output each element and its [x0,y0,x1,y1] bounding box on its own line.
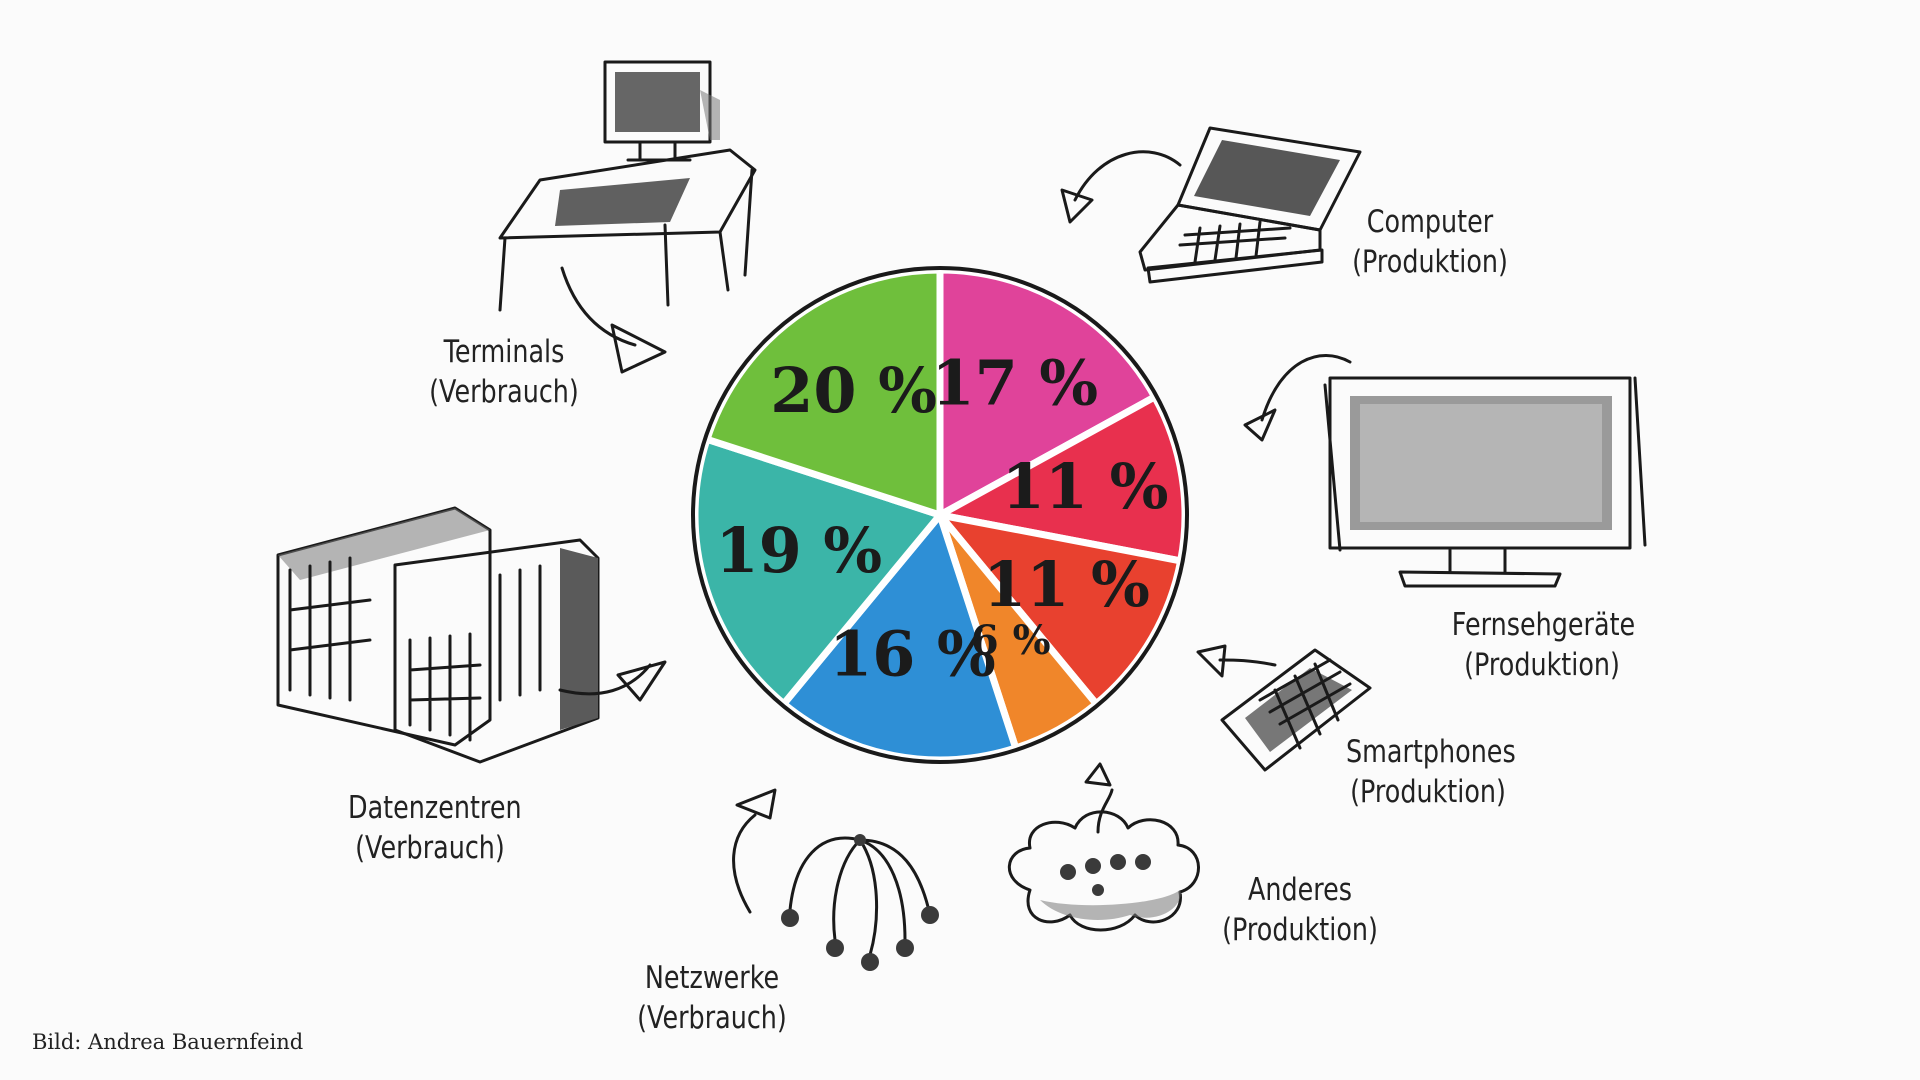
laptop-icon [1138,126,1362,284]
pie-slice-label: 19 % [715,514,882,587]
arrow-icon [560,266,637,347]
pie-slice-label: 11 % [983,548,1150,621]
label-anderes: Anderes (Produktion) [1218,870,1382,950]
label-terminals: Terminals (Verbrauch) [422,332,586,412]
arrowhead-icon [616,660,667,702]
label-line: (Verbrauch) [637,1000,787,1036]
cloud-icon [1007,788,1200,932]
arrow-icon [1260,353,1352,422]
desktop-computer-icon [498,60,757,312]
arrow-icon [1073,150,1182,202]
label-computer: Computer (Produktion) [1348,202,1512,282]
pie-outline [691,266,1189,764]
label-line: (Produktion) [1464,647,1620,683]
arrowhead-icon [1243,408,1277,442]
label-line: Fernsehgeräte [1451,607,1636,643]
label-line: Netzwerke [644,960,780,996]
pie-slice-1 [936,266,1160,521]
arrowhead-icon [1060,188,1094,224]
label-line: Computer [1366,204,1494,240]
arrowhead-icon [735,788,777,820]
label-line: Smartphones [1346,734,1516,770]
pie-slice-label: 20 % [770,354,937,427]
label-smartphones: Smartphones (Produktion) [1346,732,1516,812]
arrowhead-icon [1084,762,1112,787]
label-line: Datenzentren [348,790,522,826]
arrow-icon [1218,658,1277,667]
label-line: (Verbrauch) [355,830,505,866]
label-line: (Produktion) [1350,774,1506,810]
arrowhead-icon [610,323,667,374]
pie-slice-6 [691,434,946,709]
tv-icon [1323,376,1647,588]
pie-slice-5 [778,507,1021,764]
label-fernsehgeraete: Fernsehgeräte (Produktion) [1451,605,1636,685]
label-line: (Verbrauch) [429,374,579,410]
label-line: Terminals [443,334,565,370]
smartphone-icon [1220,648,1372,772]
arrow-icon [558,663,652,696]
pie-slice-label: 16 % [829,617,996,690]
pie-slice-3 [931,509,1185,709]
pie-slices [691,266,1189,764]
label-line: (Produktion) [1352,244,1508,280]
image-credit: Bild: Andrea Bauernfeind [32,1030,304,1054]
arrowhead-icon [1196,644,1227,678]
pie-slice-2 [929,392,1189,566]
pie-slice-label: 17 % [931,346,1098,419]
label-line: (Produktion) [1222,912,1378,948]
network-icon [781,834,939,971]
label-netzwerke: Netzwerke (Verbrauch) [630,958,794,1038]
pie-slice-7 [702,266,944,520]
pie-percent-labels: 17 %11 %11 %6 %16 %19 %20 % [715,346,1168,690]
server-icon [276,506,600,764]
label-line: Anderes [1247,872,1353,908]
pie-slice-label: 6 % [971,617,1051,664]
pie-slice-label: 11 % [1002,450,1169,523]
arrow-icon [732,813,757,914]
label-datenzentren: Datenzentren (Verbrauch) [348,788,522,868]
